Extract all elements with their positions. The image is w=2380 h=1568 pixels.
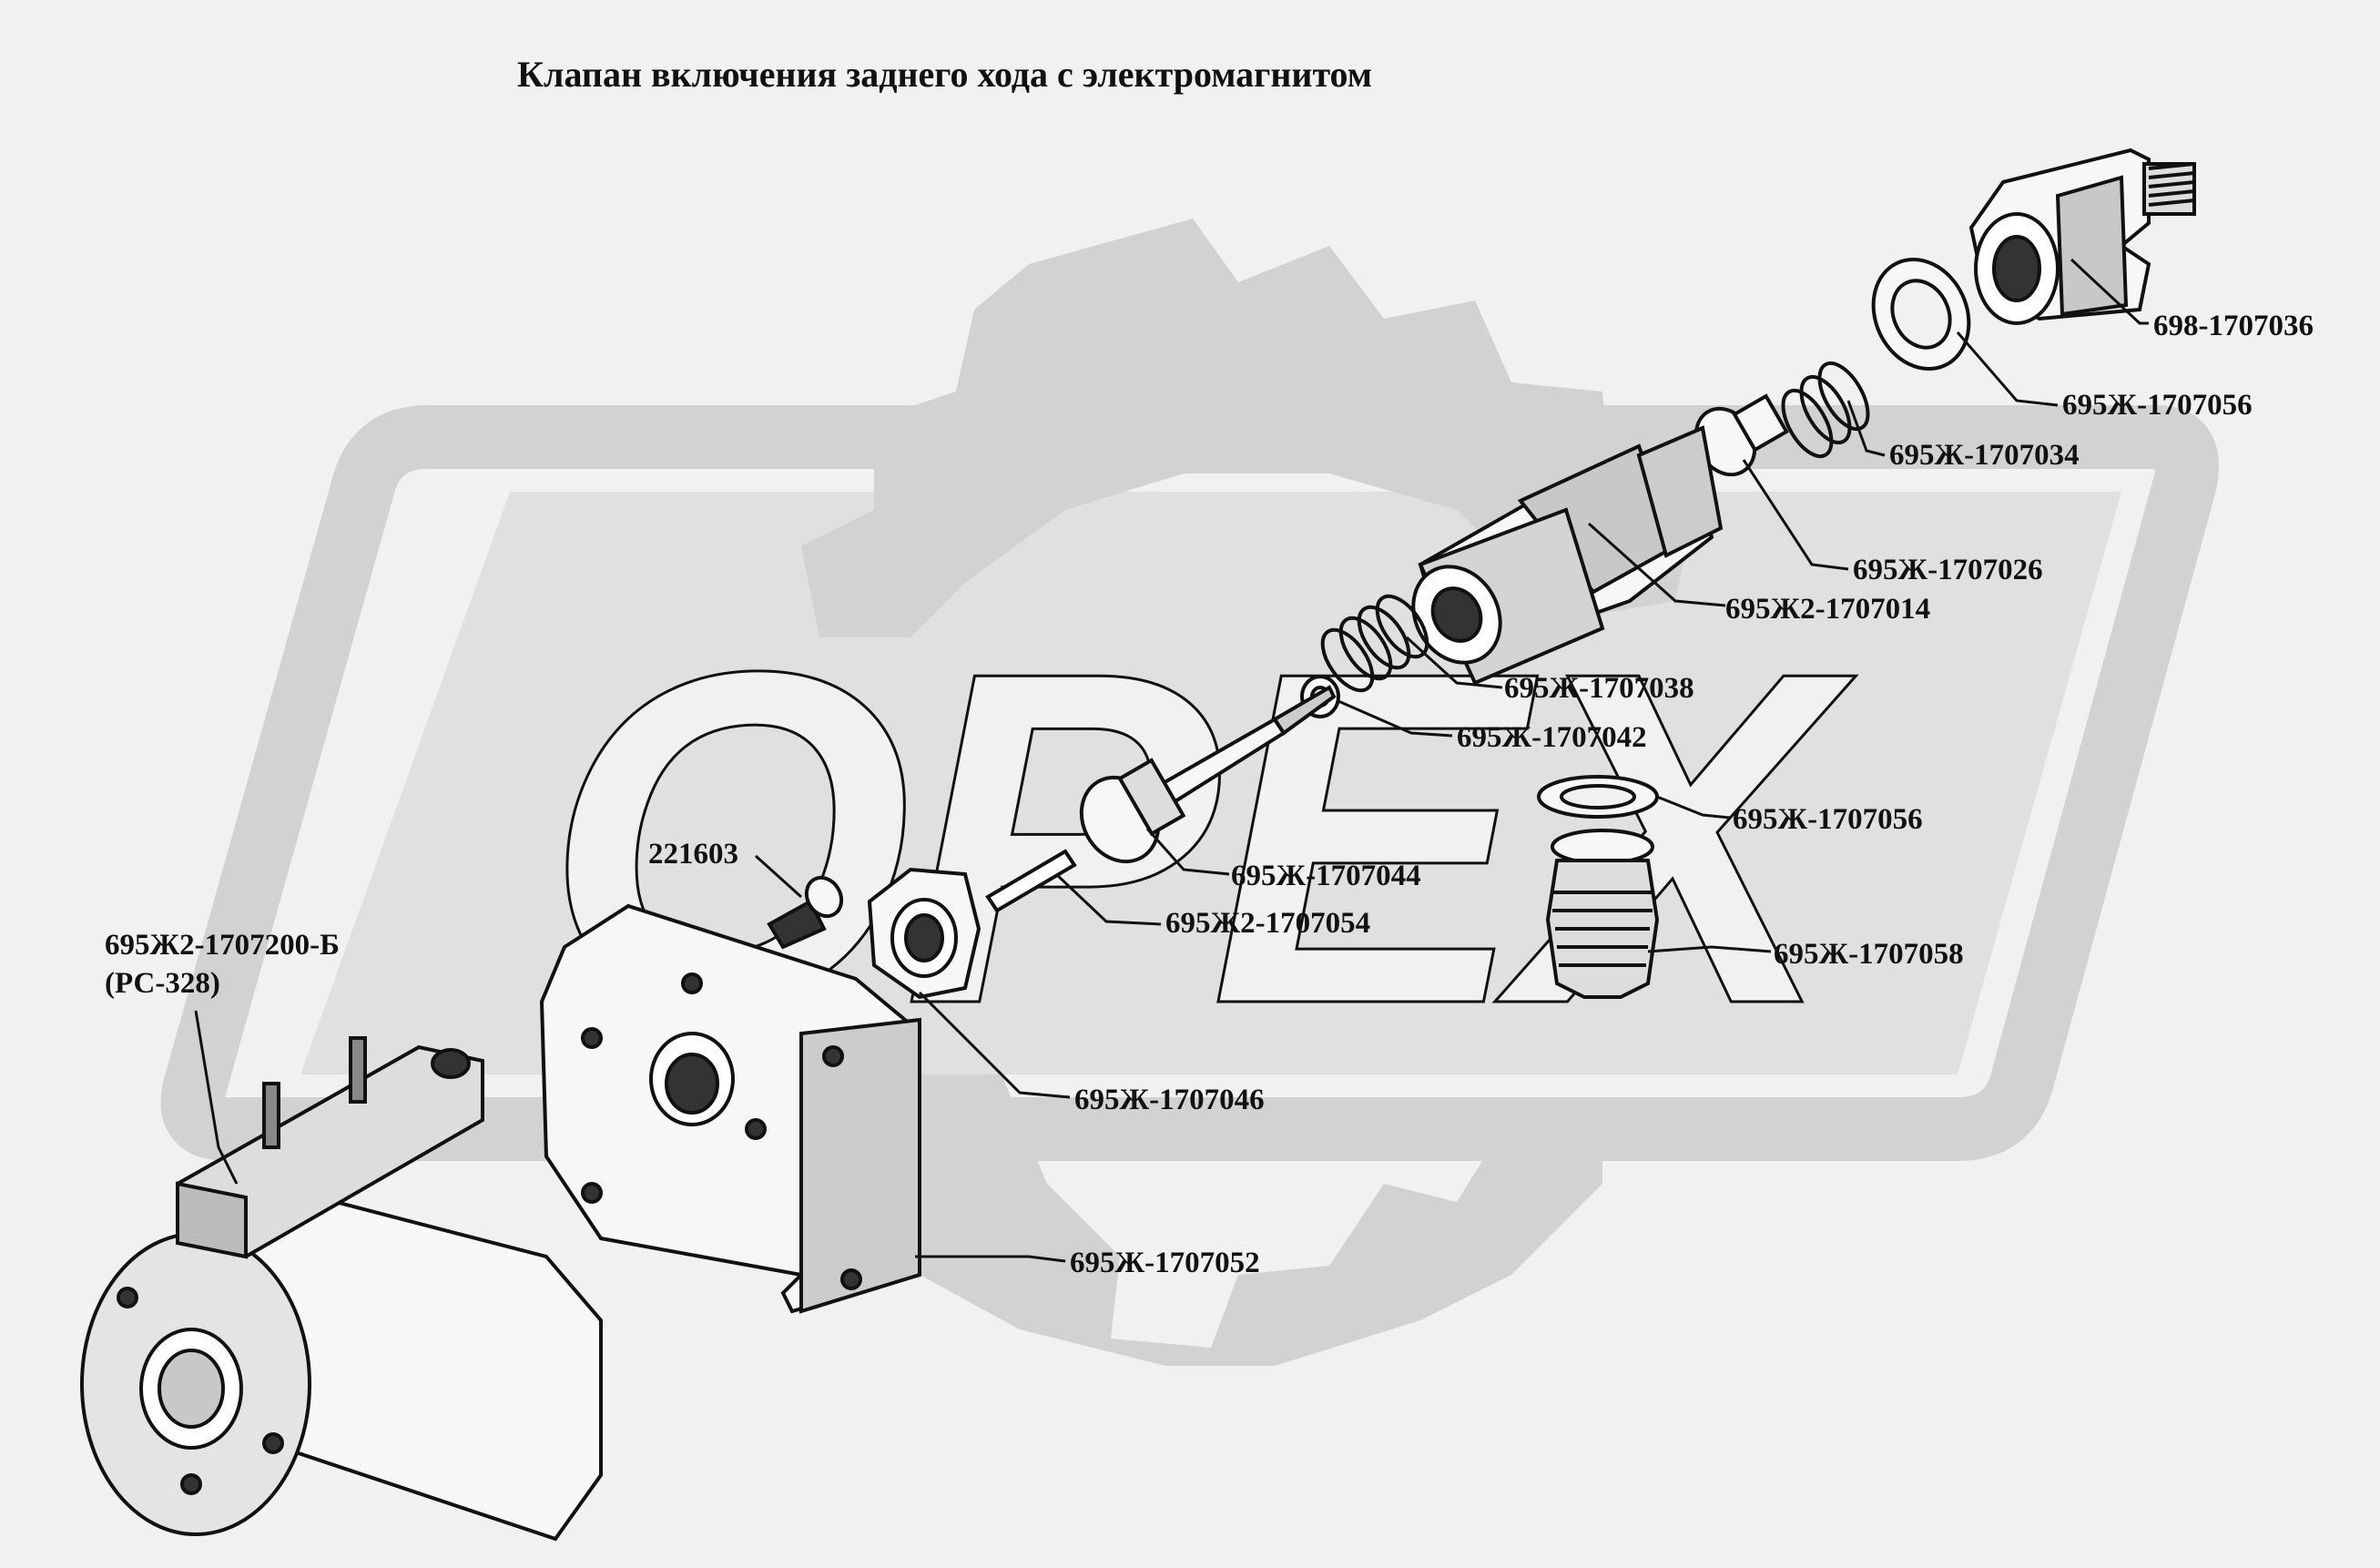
leader-695zh-1707052 xyxy=(915,1255,1066,1263)
part-695zh2-1707200b-solenoid xyxy=(80,1036,603,1542)
leader-695zh-1707042 xyxy=(1337,699,1453,738)
part-221603-screw xyxy=(767,875,844,950)
page-title: Клапан включения заднего хода с электром… xyxy=(517,54,1372,95)
label-221603: 221603 xyxy=(648,838,738,871)
label-695zh2-1707014: 695Ж2-1707014 xyxy=(1725,593,1930,626)
part-695zh-1707046-nut xyxy=(867,867,981,1000)
part-695zh2-1707054-pin xyxy=(985,849,1077,913)
label-695zh2-1707200b: 695Ж2-1707200-Б xyxy=(105,929,340,962)
label-695zh-1707056-top: 695Ж-1707056 xyxy=(2062,389,2253,422)
leader-695zh2-1707200b xyxy=(194,1010,239,1185)
label-695zh-1707038: 695Ж-1707038 xyxy=(1504,672,1694,705)
leader-695zh2-1707054 xyxy=(1054,872,1162,926)
watermark-frame xyxy=(160,405,2219,1161)
watermark-inner-band xyxy=(300,492,2121,1074)
label-695zh-1707052: 695Ж-1707052 xyxy=(1070,1247,1260,1279)
label-695zh-1707058: 695Ж-1707058 xyxy=(1774,938,1964,971)
leader-695zh-1707034 xyxy=(1846,400,1886,457)
watermark-gear-bottom xyxy=(892,1074,1602,1366)
leader-221603 xyxy=(754,854,803,899)
part-labels: 698-1707036 695Ж-1707056 695Ж-1707034 69… xyxy=(105,310,2314,1279)
leader-695zh-1707044 xyxy=(1145,828,1230,876)
leader-695zh-1707056-b xyxy=(1656,795,1731,820)
part-695zh-1707058-nozzle xyxy=(1545,829,1660,999)
part-698-1707036-fitting xyxy=(1968,148,2196,325)
leader-695zh-1707058 xyxy=(1647,945,1772,953)
part-695zh-1707052-plate xyxy=(539,903,922,1314)
part-695zh-1707056-washer-top xyxy=(1871,257,1971,372)
part-695zh2-1707014-housing xyxy=(1411,425,1724,686)
label-rs-328: (РС-328) xyxy=(105,967,220,1000)
leader-698-1707036 xyxy=(2070,258,2149,325)
part-695zh-1707034-spring xyxy=(1781,361,1870,459)
label-695zh-1707046: 695Ж-1707046 xyxy=(1074,1084,1265,1116)
leader-695zh-1707056-a xyxy=(1956,331,2059,407)
leader-lines xyxy=(194,258,2149,1263)
label-695zh2-1707054: 695Ж2-1707054 xyxy=(1165,907,1370,940)
label-695zh-1707034: 695Ж-1707034 xyxy=(1889,439,2080,472)
part-695zh-1707038-spring xyxy=(1320,594,1429,693)
leader-695zh-1707026 xyxy=(1742,459,1849,571)
part-695zh-1707056-washer-middle xyxy=(1537,775,1659,819)
label-695zh-1707056-middle: 695Ж-1707056 xyxy=(1733,803,1923,836)
label-695zh-1707044: 695Ж-1707044 xyxy=(1231,860,1421,892)
part-695zh-1707044-plunger xyxy=(1079,685,1337,864)
label-698-1707036: 698-1707036 xyxy=(2153,310,2314,342)
label-695zh-1707042: 695Ж-1707042 xyxy=(1457,721,1647,754)
parts-drawing xyxy=(80,148,2196,1542)
label-695zh-1707026: 695Ж-1707026 xyxy=(1853,554,2043,586)
part-695zh-1707026-cap xyxy=(1693,393,1789,477)
leader-695zh2-1707014 xyxy=(1587,522,1726,607)
leader-695zh-1707038 xyxy=(1405,636,1503,689)
leader-695zh-1707046 xyxy=(918,991,1071,1099)
